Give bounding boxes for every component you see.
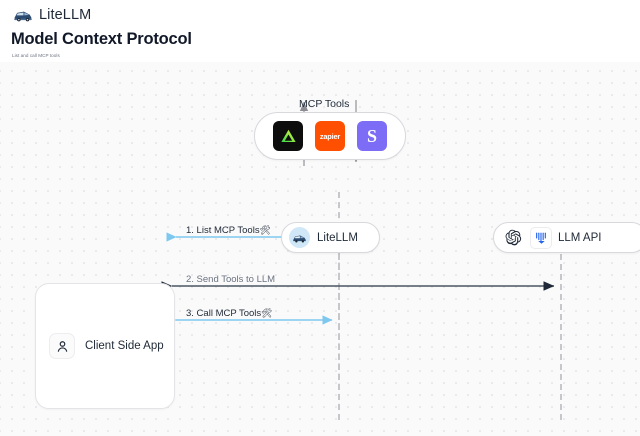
- litellm-lifeline-bottom: [338, 254, 340, 420]
- tools-emoji-icon: 🛠: [259, 225, 272, 235]
- litellm-car-logo-icon: [14, 11, 32, 22]
- node-llm-api[interactable]: LLM API: [493, 222, 640, 253]
- llm-api-lifeline: [560, 254, 562, 420]
- page-subtitle: List and call MCP tools: [12, 53, 60, 58]
- mcp-tool-zapier[interactable]: zapier: [315, 121, 345, 151]
- mcp-tools-group[interactable]: zapier S: [254, 112, 406, 160]
- node-litellm-label: LiteLLM: [317, 231, 358, 244]
- node-litellm[interactable]: LiteLLM: [281, 222, 380, 253]
- zapier-wordmark-icon: zapier: [319, 131, 341, 141]
- mcp-tool-slack[interactable]: S: [357, 121, 387, 151]
- edge-label-call-mcp-tools: 3. Call MCP Tools🛠: [186, 308, 273, 319]
- tools-emoji-icon: 🛠: [261, 308, 273, 318]
- brand: LiteLLM: [13, 7, 91, 23]
- linear-triangle-icon: [280, 129, 296, 142]
- anthropic-logo-icon: [530, 226, 552, 249]
- diagram-canvas: 1. List MCP Tools🛠 2. Send Tools to LLM …: [0, 62, 640, 436]
- mcp-tools-caption: MCP Tools: [299, 98, 350, 110]
- edge-label-send-tools-to-llm: 2. Send Tools to LLM: [186, 274, 276, 285]
- node-client-side-app[interactable]: Client Side App: [35, 283, 175, 409]
- openai-logo-icon: [502, 226, 524, 249]
- node-client-side-app-label: Client Side App: [85, 340, 164, 352]
- brand-name: LiteLLM: [39, 7, 92, 23]
- page-title: Model Context Protocol: [11, 30, 192, 48]
- node-llm-api-label: LLM API: [558, 231, 602, 244]
- slack-s-icon: S: [366, 126, 377, 146]
- person-icon: [49, 333, 75, 359]
- mcp-tool-linear[interactable]: [273, 121, 303, 151]
- edge-label-list-mcp-tools: 1. List MCP Tools🛠: [186, 225, 272, 236]
- litellm-avatar-icon: [289, 227, 310, 248]
